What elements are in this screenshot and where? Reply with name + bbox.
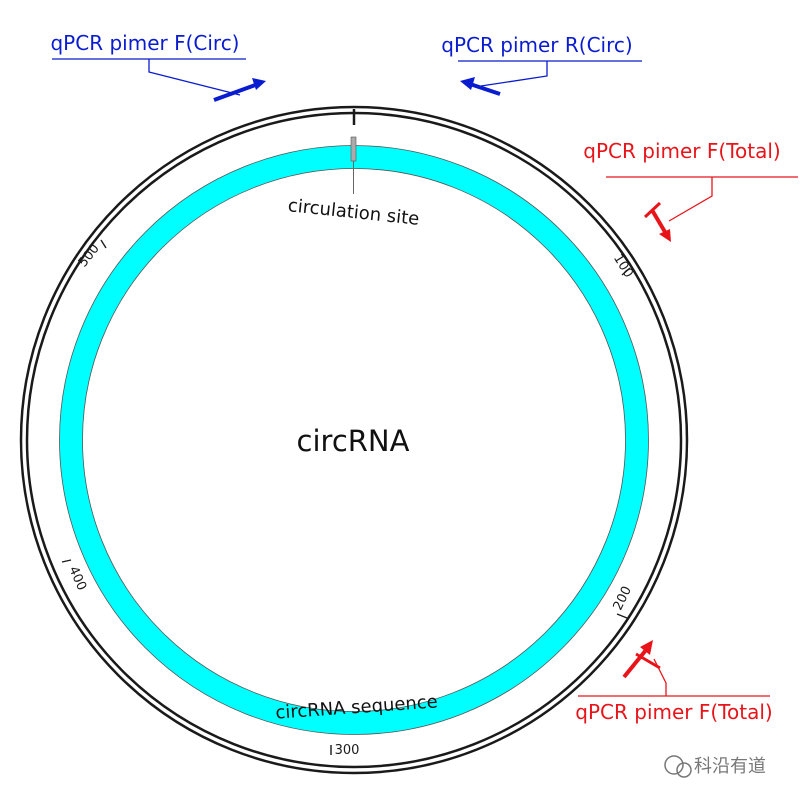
tick-label-400: 400 [65,564,89,593]
tick-label-500: 500 [76,241,103,270]
total-forward-bottom-arrow [622,648,648,679]
tick-label-200: 200 [611,584,635,613]
total-forward-top-arrowhead [659,229,671,242]
circ-reverse-primer: qPCR pimer R(Circ) [441,33,642,96]
tick-label-300: 300 [335,743,360,758]
circ-reverse-arrowhead [460,77,475,90]
circ-forward-arrowhead [252,78,266,90]
circulation-site-marker [350,136,357,162]
total-forward-primer-top: qPCR pimer F(Total) [583,139,798,242]
circ-forward-primer: qPCR pimer F(Circ) [50,31,266,102]
wechat-icon-inner [676,762,692,778]
circ-forward-label: qPCR pimer F(Circ) [50,31,239,55]
tick-400: 400 [61,559,89,593]
total-forward-bottom-bar [635,652,661,670]
total-forward-bottom-label: qPCR pimer F(Total) [575,700,772,724]
total-forward-top-arrow [650,208,667,234]
total-forward-primer-bottom: qPCR pimer F(Total) [575,640,773,724]
circ-reverse-label: qPCR pimer R(Circ) [441,33,632,57]
watermark: 科沿有道 [664,755,766,778]
circ-forward-arrow [213,82,259,102]
circ-reverse-arrow [469,82,501,96]
center-label: circRNA [297,424,410,458]
total-forward-top-label: qPCR pimer F(Total) [583,139,780,163]
total-forward-bottom-arrowhead [640,640,653,655]
tick-300: 300 [330,743,360,758]
wechat-icon [664,755,684,775]
tick-500: 500 [76,239,107,270]
circulation-site-label: circulation site [287,195,420,230]
backbone-outer-ring [19,105,689,775]
watermark-text: 科沿有道 [694,756,766,777]
